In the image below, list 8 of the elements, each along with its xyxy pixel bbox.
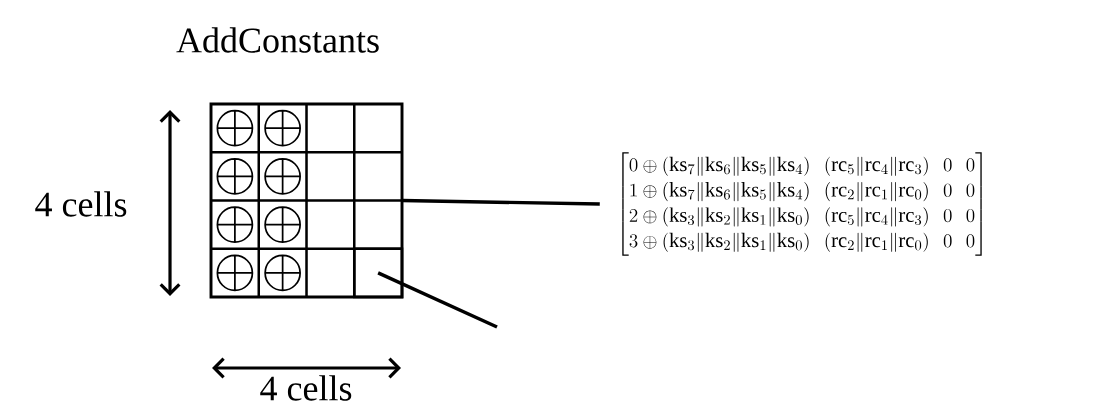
title: AddConstants [176, 27, 379, 53]
grid-cell [353, 247, 404, 299]
dimension-label: 4 cells [35, 191, 127, 217]
leader-line [402, 198, 600, 206]
leader-line [377, 271, 498, 329]
grid-drawing [209, 102, 404, 299]
matrix-formula: $\begin{bmatrix} 0 \oplus (\mathrm{ks}_7\|\mathrm{ks}_6\|\mathrm{ks}_5\|\mathrm{ks}_4) & (\mathrm{rc}_5\|\mathrm{rc}_4\|\mathrm{rc}_3) & 0 & 0 \\ 1 \oplus (\mathrm{ks}_7\|\mathrm{ks}_6\|\mathrm{ks}_5\|\mathrm{ks}_4) & (\mathrm{rc}_2\|\mathrm{rc}_1\|\mathrm{rc}_0) & 0 & 0 \\ 2 \oplus (\mathrm{ks}_3\|\mathrm{ks}_2\|\mathrm{ks}_1\|\mathrm{ks}_0) & (\mathrm{rc}_5\|\mathrm{rc}_4\|\mathrm{rc}_3) & 0 & 0 \\ 3 \oplus (\mathrm{ks}_3\|\mathrm{ks}_2\|\mathrm{ks}_1\|\mathrm{ks}_0) & (\mathrm{rc}_2\|\mathrm{rc}_1\|\mathrm{rc}_0) & 0 & 0 \end{bmatrix}$ [622, 152, 982, 256]
dimension-label: 4 cells [260, 375, 352, 401]
